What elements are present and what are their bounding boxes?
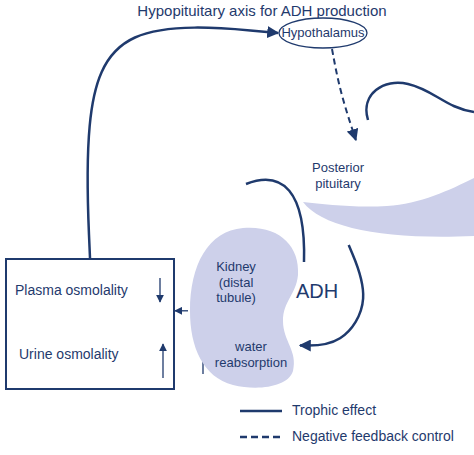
outcome-box: Plasma osmolalityUrine osmolality bbox=[5, 258, 175, 390]
pituitary-outline bbox=[366, 83, 474, 120]
legend-dashed-sample bbox=[240, 436, 282, 439]
node-text: Kidney (distal tubule) bbox=[204, 259, 268, 306]
illustration bbox=[160, 83, 474, 437]
connector-arrow bbox=[175, 310, 188, 311]
node-text: water reabsorption bbox=[207, 339, 295, 370]
organ-region: Kidney (distal tubule) water reabsorption bbox=[188, 225, 300, 390]
brain-region: Hypothalamus bbox=[278, 17, 368, 49]
diagram-title: Hypopituitary axis for ADH production bbox=[50, 2, 474, 19]
gland-region: Posterior pituitary bbox=[295, 140, 474, 245]
increase-arrow bbox=[162, 344, 163, 378]
decrease-arrow bbox=[159, 278, 160, 302]
shaded-region bbox=[190, 228, 298, 388]
legend-solid-sample bbox=[240, 410, 282, 413]
node-text: Hypothalamus bbox=[278, 25, 368, 41]
legend-text: Negative feedback control bbox=[292, 428, 454, 444]
node-text: Urine osmolality bbox=[19, 346, 159, 363]
legend-text: Trophic effect bbox=[292, 402, 376, 418]
node-text: Plasma osmolality bbox=[15, 282, 155, 299]
gland-region-outline bbox=[295, 140, 474, 245]
legend-entry: Trophic effect bbox=[292, 402, 376, 418]
node-text: Posterior pituitary bbox=[305, 160, 371, 191]
ellipse-outline bbox=[279, 18, 367, 48]
connector-arrow bbox=[332, 49, 356, 140]
legend-entry: Negative feedback control bbox=[292, 428, 454, 444]
hormone-label: ADH bbox=[296, 280, 338, 303]
connector-arrow bbox=[88, 28, 278, 258]
